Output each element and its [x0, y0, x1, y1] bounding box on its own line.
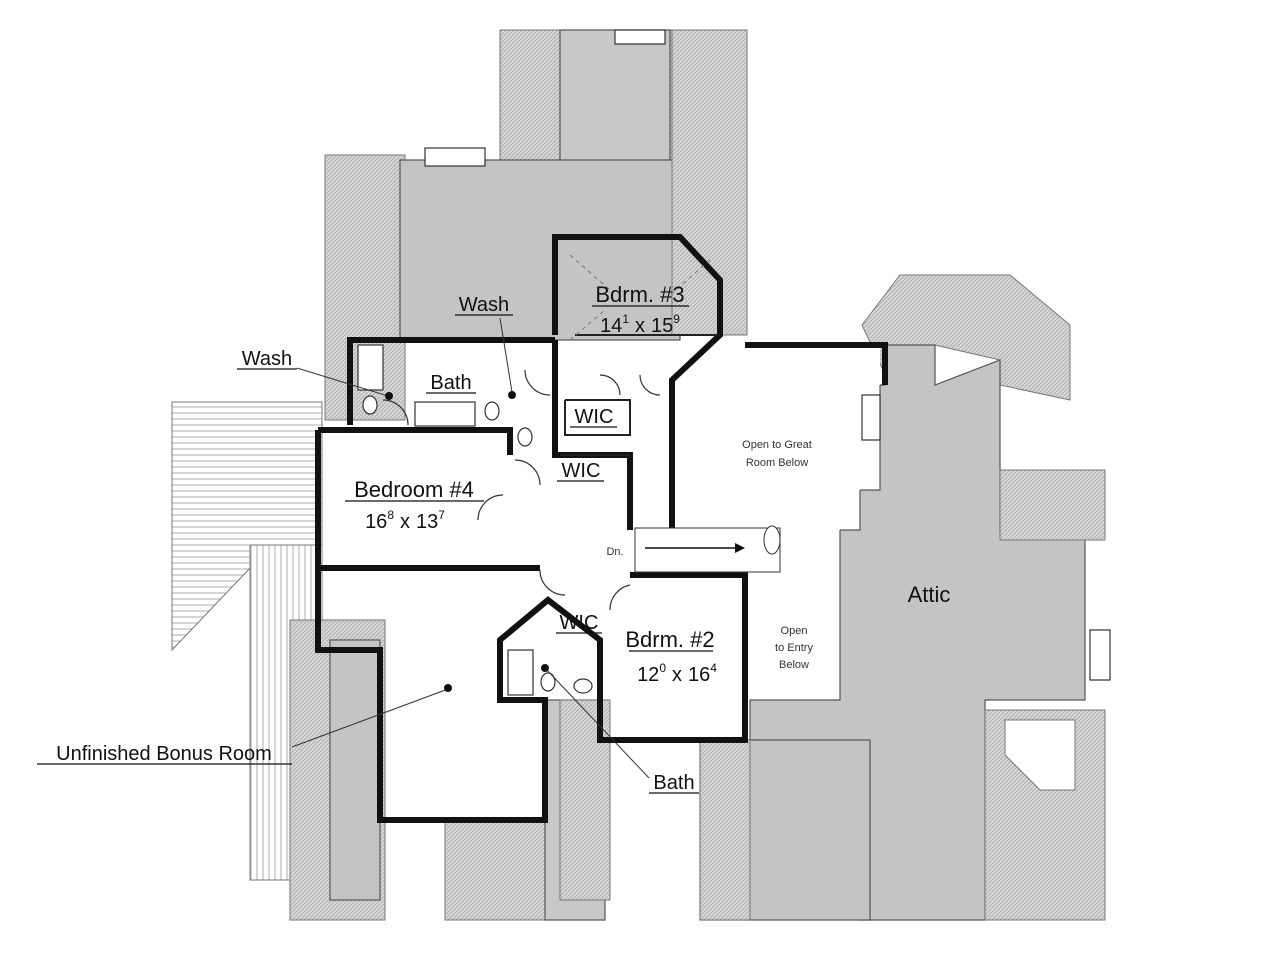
- open-entry-line1: Open: [781, 625, 808, 637]
- wash-top-label: Wash: [459, 294, 509, 316]
- attic-label: Attic: [908, 582, 951, 607]
- bedroom4-name: Bedroom #4: [354, 477, 474, 502]
- walls: [315, 234, 888, 823]
- roof-areas: [171, 29, 1111, 921]
- open-entry-line2: to Entry: [775, 642, 813, 654]
- wic-lower-label: WIC: [562, 460, 601, 482]
- unfinished-bonus-label: Unfinished Bonus Room: [56, 743, 272, 765]
- bdrm2-name: Bdrm. #2: [625, 627, 714, 652]
- open-great-line2: Room Below: [746, 457, 808, 469]
- stairs-dn-label: Dn.: [606, 546, 623, 558]
- bath-top-label: Bath: [430, 372, 471, 394]
- stairs: [634, 525, 781, 573]
- open-great-line1: Open to Great: [742, 439, 812, 451]
- bdrm3-name: Bdrm. #3: [595, 282, 684, 307]
- open-areas: [630, 345, 880, 695]
- wash-left-label: Wash: [242, 348, 292, 370]
- fixtures: [357, 254, 781, 696]
- open-entry-line3: Below: [779, 659, 809, 671]
- bath-bottom-label: Bath: [653, 772, 694, 794]
- wic-bdrm2-label: WIC: [560, 612, 599, 634]
- wic-upper-label: WIC: [575, 406, 614, 428]
